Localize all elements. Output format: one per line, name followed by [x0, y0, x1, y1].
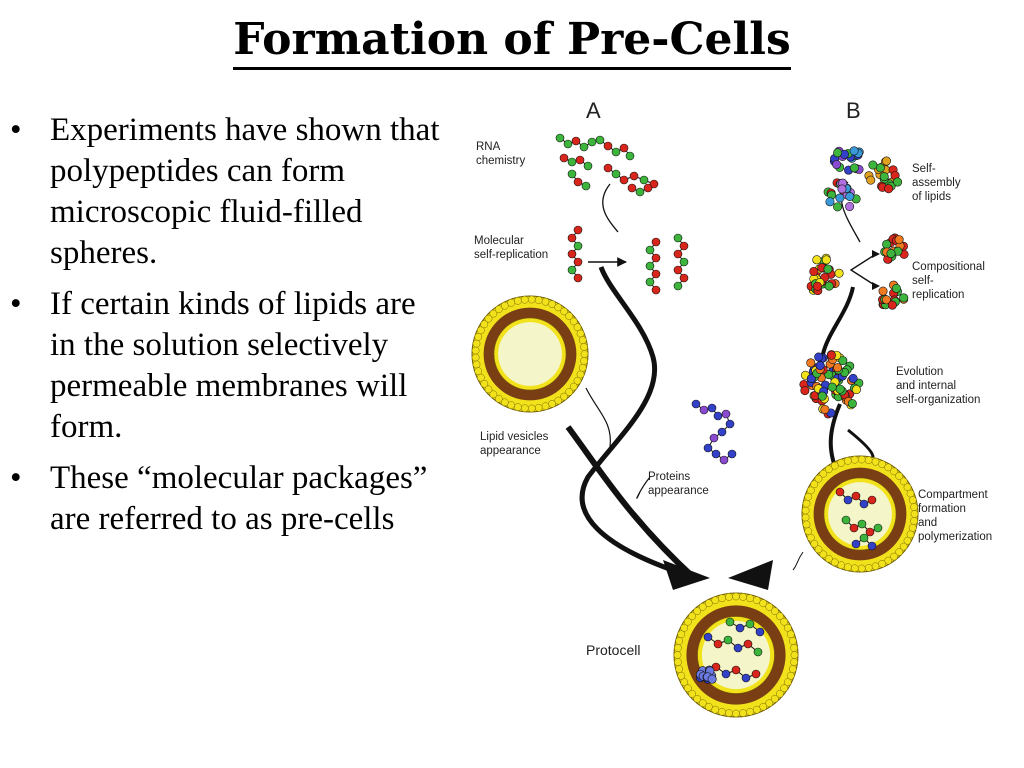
lipid-cluster-1 — [829, 146, 864, 175]
diagram-illustrations — [471, 133, 919, 718]
rna-chemistry-label: RNA chemistry — [476, 141, 525, 167]
proteins-appearance-label: Proteins appearance — [648, 471, 709, 497]
lipid-vesicles-label: Lipid vesicles appearance — [480, 431, 552, 457]
rna-strand-1 — [555, 133, 597, 152]
rna-strand-4 — [603, 163, 659, 189]
column-a-label: A — [586, 98, 601, 123]
slide-title-text: Formation of Pre-Cells — [233, 14, 791, 70]
lipid-cluster-2 — [864, 156, 903, 194]
compartment-polymer-1 — [835, 487, 877, 509]
compartment-polymer-3 — [851, 533, 877, 551]
replicating-strand-left — [567, 225, 583, 283]
slide-title: Formation of Pre-Cells — [0, 14, 1024, 70]
lipid-vesicle — [471, 295, 589, 413]
compartment-polymer-2 — [841, 515, 883, 537]
replicating-strand-mid — [645, 237, 661, 295]
protein-chain — [691, 399, 737, 465]
protocell-polymer-1 — [703, 632, 763, 657]
pathway-arrowheads — [663, 560, 773, 590]
split-arrow-icon — [849, 253, 877, 287]
compartment-vesicle — [801, 455, 919, 573]
protocell-formation-diagram: A B RNA chemistry Molecular self-replica… — [471, 98, 992, 718]
molecular-self-replication-label: Molecular self-replication — [474, 235, 548, 261]
replicator-cluster-top — [880, 233, 909, 264]
bullet-dot-icon: • — [10, 112, 22, 148]
protocell-polymer-3 — [725, 617, 765, 637]
protocell-vesicle — [673, 592, 799, 718]
bullet-text: Experiments have shown that polypeptides… — [50, 112, 440, 271]
evolution-self-organization-label: Evolution and internal self-organization — [896, 366, 980, 406]
pathway-lines — [565, 181, 875, 580]
column-b-label: B — [846, 98, 861, 123]
bullet-dot-icon: • — [10, 460, 22, 496]
lipid-cluster-3 — [823, 178, 861, 212]
protocell-inclusion — [695, 665, 717, 684]
replicating-strand-right — [673, 233, 689, 291]
self-organizing-cluster — [799, 350, 864, 419]
compartment-polymerization-label: Compartment formation and polymerization — [918, 489, 992, 543]
protocell-label: Protocell — [586, 642, 640, 658]
self-assembly-label: Self- assembly of lipids — [912, 163, 964, 203]
bullet-dot-icon: • — [10, 286, 22, 322]
bullet-item: • If certain kinds of lipids are in the s… — [8, 284, 448, 448]
protocell-polymer-2 — [711, 662, 761, 683]
rna-strand-2 — [595, 135, 635, 161]
compositional-self-replication-label: Compositional self- replication — [912, 261, 988, 301]
rna-strand-3 — [559, 153, 593, 171]
replicator-cluster-main — [806, 253, 844, 296]
bullet-list: • Experiments have shown that polypeptide… — [8, 110, 448, 550]
bullet-text: These “molecular packages” are referred … — [50, 460, 428, 537]
bullet-item: • These “molecular packages” are referred… — [8, 458, 448, 540]
bullet-text: If certain kinds of lipids are in the so… — [50, 286, 416, 445]
bullet-item: • Experiments have shown that polypeptide… — [8, 110, 448, 274]
rna-strand-6 — [627, 183, 653, 197]
rna-strand-5 — [567, 169, 591, 191]
replicator-cluster-bottom — [878, 280, 909, 310]
